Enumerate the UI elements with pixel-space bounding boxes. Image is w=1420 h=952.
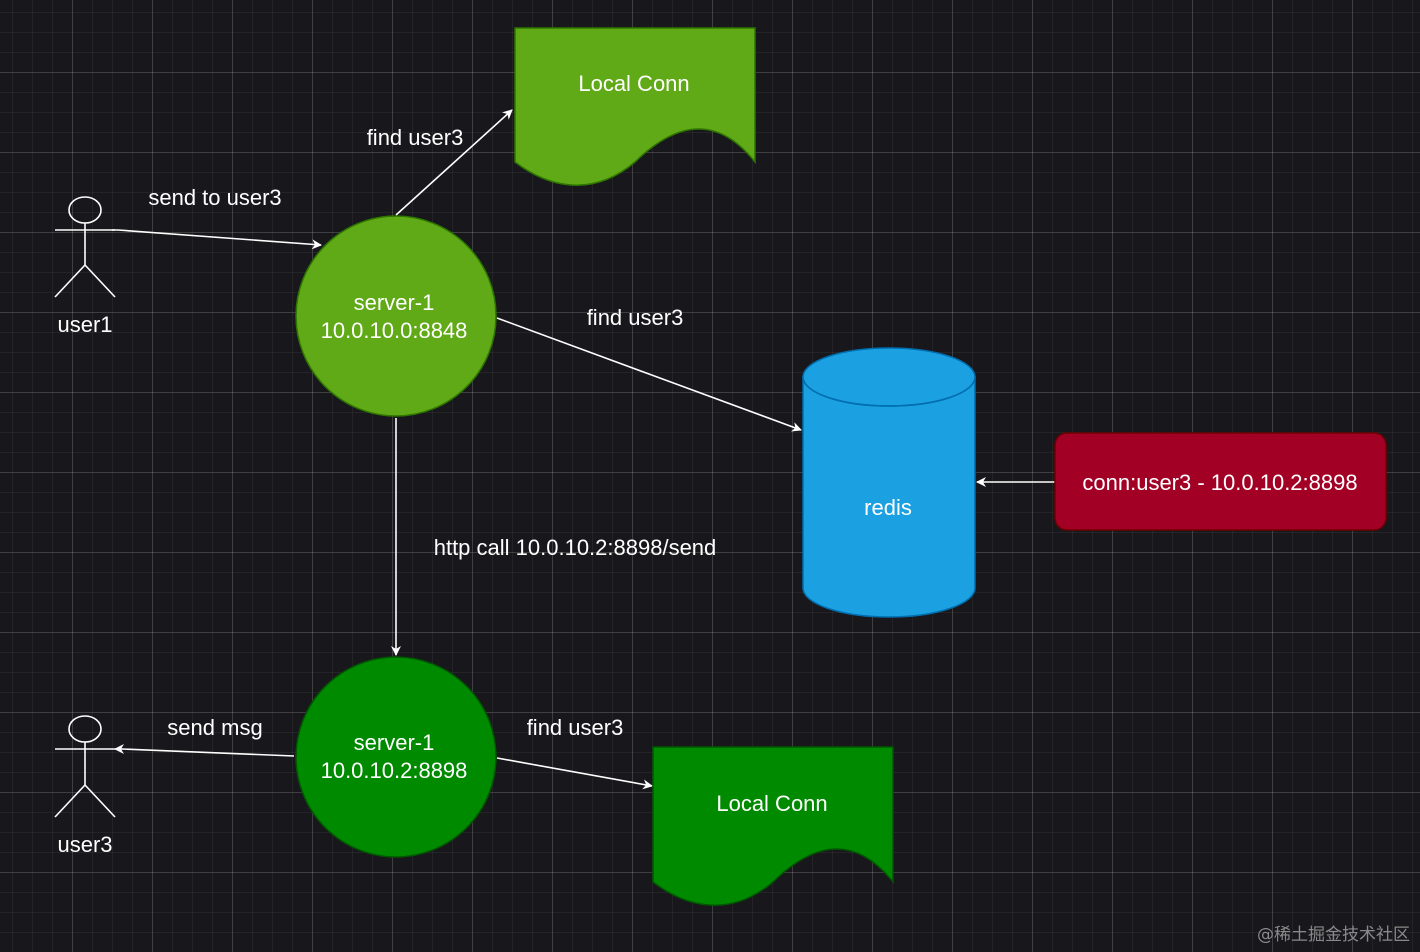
redis-database[interactable]: redis [802, 347, 976, 618]
conn-record-shape [1054, 432, 1387, 531]
actor-user3[interactable] [54, 715, 116, 818]
actor-user1[interactable] [54, 196, 116, 298]
edge-server-b-to-user3 [114, 744, 295, 757]
local-conn-a-shape [514, 27, 756, 186]
server-b-name: server-1 [354, 730, 435, 755]
edge-server-a-to-local-conn-a [395, 109, 513, 216]
server-a-name: server-1 [354, 290, 435, 315]
conn-record-box[interactable]: conn:user3 - 10.0.10.2:8898 [1054, 432, 1387, 531]
watermark: @稀土掘金技术社区 [1257, 925, 1410, 945]
redis-body [802, 376, 976, 618]
edge-server-b-to-local-conn-b [496, 757, 653, 790]
actor-user1-label: user1 [57, 312, 112, 337]
server-a-circle [295, 215, 497, 417]
redis-label: redis [864, 495, 912, 520]
server-b-address: 10.0.10.2:8898 [321, 758, 468, 783]
local-conn-b[interactable]: Local Conn [652, 746, 894, 906]
actor-head [68, 196, 102, 224]
edge-user1-to-server-a [112, 229, 322, 250]
server-b-node[interactable]: server-1 10.0.10.2:8898 [295, 656, 497, 858]
conn-record-label: conn:user3 - 10.0.10.2:8898 [1082, 470, 1357, 495]
actor-head [68, 715, 102, 743]
local-conn-a-label: Local Conn [578, 71, 689, 96]
actor-user3-label: user3 [57, 832, 112, 857]
edge-label-find-user3-redis: find user3 [587, 305, 684, 330]
edge-label-send-msg: send msg [167, 715, 262, 740]
server-a-address: 10.0.10.0:8848 [321, 318, 468, 343]
local-conn-a[interactable]: Local Conn [514, 27, 756, 186]
edge-label-send-to-user3: send to user3 [148, 185, 281, 210]
server-a-node[interactable]: server-1 10.0.10.0:8848 [295, 215, 497, 417]
edge-label-find-user3-local-b: find user3 [527, 715, 624, 740]
edge-label-find-user3-local-a: find user3 [367, 125, 464, 150]
edge-label-http-call: http call 10.0.10.2:8898/send [434, 535, 717, 560]
local-conn-b-label: Local Conn [716, 791, 827, 816]
local-conn-b-shape [652, 746, 894, 906]
edge-server-a-to-redis [496, 317, 802, 432]
server-b-circle [295, 656, 497, 858]
